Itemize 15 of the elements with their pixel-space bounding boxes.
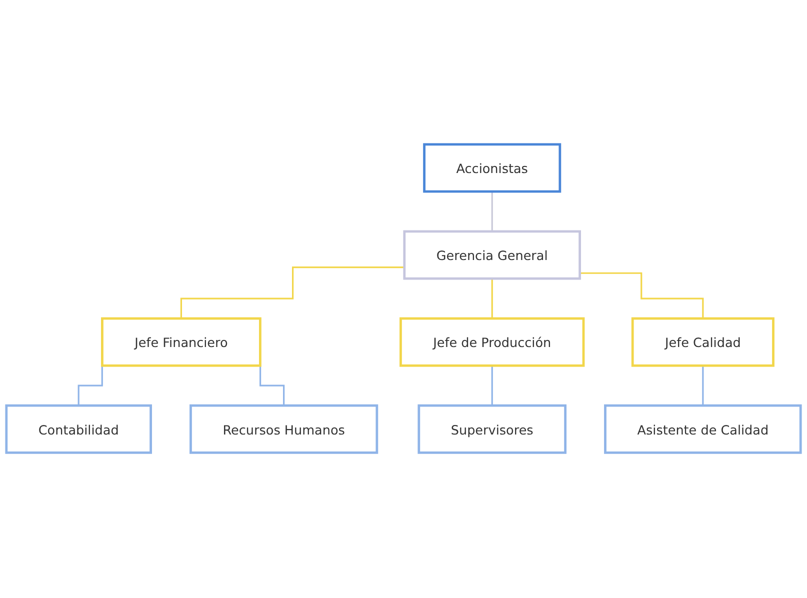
connector (580, 272, 704, 320)
connector (702, 365, 704, 407)
node-box: Supervisores (418, 404, 567, 454)
node-box: Jefe Financiero (101, 318, 262, 368)
connector (491, 191, 493, 233)
connector (180, 266, 404, 320)
node-box: Jefe Calidad (631, 318, 774, 368)
node-box: Jefe de Producción (400, 318, 585, 368)
connector (491, 278, 493, 320)
node-box: Accionistas (423, 144, 562, 194)
node-box: Gerencia General (403, 230, 582, 280)
connector (491, 365, 493, 407)
node-box: Contabilidad (5, 404, 152, 454)
node-box: Recursos Humanos (190, 404, 378, 454)
node-box: Asistente de Calidad (604, 404, 802, 454)
